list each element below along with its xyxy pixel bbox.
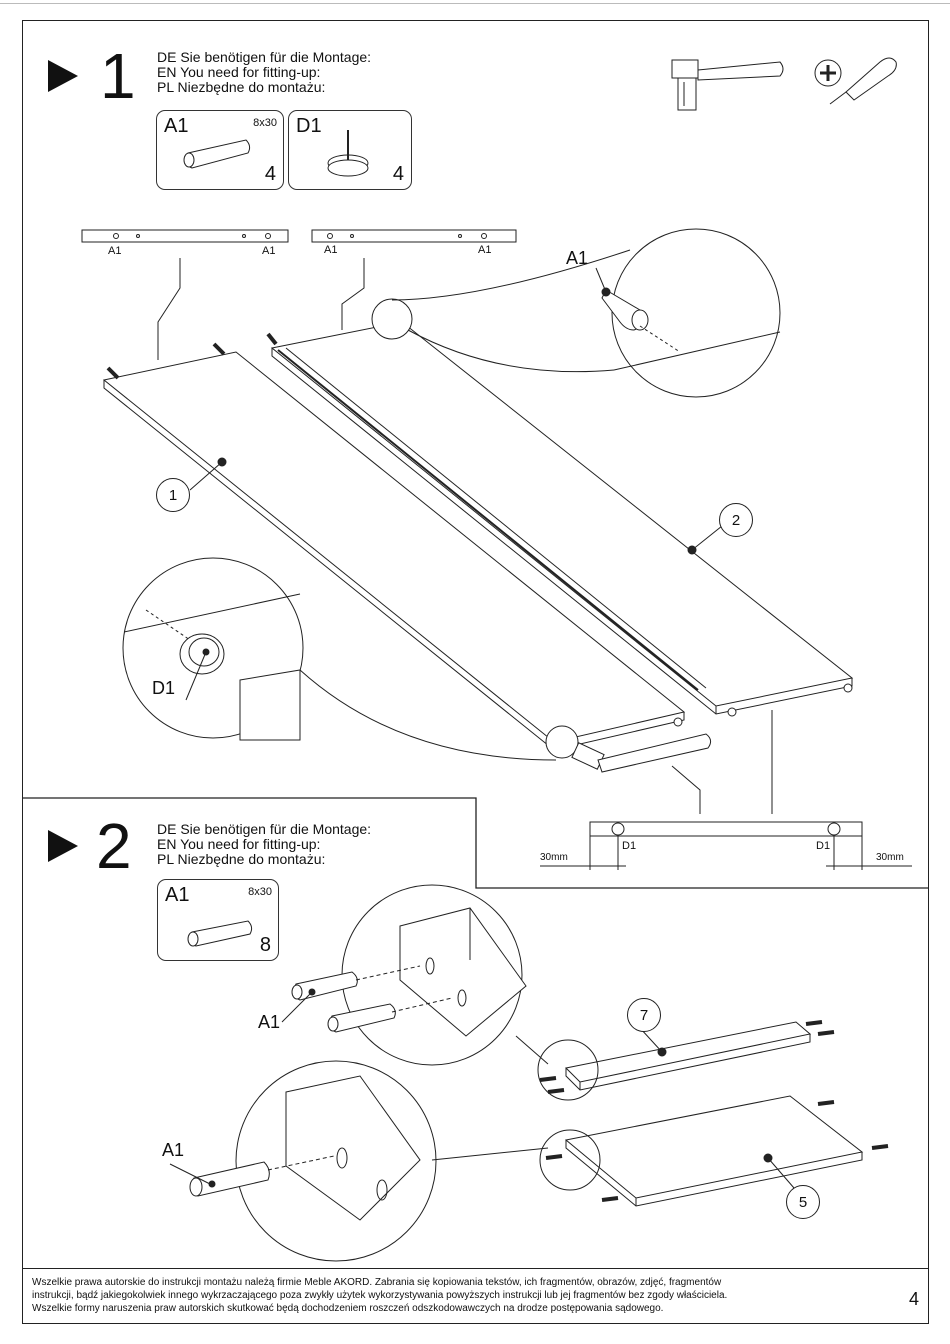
step-2-requirements: DE Sie benötigen für die Montage: EN You…	[157, 822, 371, 867]
hammer-on-panel-icon	[571, 733, 712, 773]
dowel-icon-step2	[187, 920, 253, 947]
step-1-number: 1	[100, 40, 136, 112]
part-size: 8x30	[253, 117, 277, 129]
bottom-rail-d1-right: D1	[816, 840, 831, 852]
page-frame	[22, 20, 929, 1324]
detail-circle-d1	[122, 557, 579, 761]
detail-label-a1-top: A1	[258, 1012, 281, 1032]
panel-5	[539, 1095, 889, 1207]
glide-foot-icon	[327, 130, 369, 177]
detail-circle-step2-top	[291, 884, 549, 1066]
detail-circle-step2-bottom	[189, 1060, 549, 1262]
part-label: A1	[165, 884, 190, 906]
detail-d1-label: D1	[152, 678, 176, 698]
step-divider	[22, 797, 929, 889]
panel-7	[537, 1020, 835, 1101]
rail-right-label-1: A1	[324, 244, 338, 256]
copyright-text: Wszelkie prawa autorskie do instrukcji m…	[32, 1276, 872, 1315]
part-box-d1: D1 4	[288, 110, 412, 190]
panel-dowels	[106, 332, 278, 380]
part-label: D1	[296, 115, 322, 137]
need-de: DE Sie benötigen für die Montage:	[157, 49, 372, 65]
page-number: 4	[908, 1289, 919, 1309]
rail-right	[311, 229, 517, 243]
rail-left-label-2: A1	[262, 245, 276, 257]
rail-left-label-1: A1	[108, 245, 122, 257]
need-pl: PL Niezbędne do montażu:	[157, 79, 326, 95]
detail-a1-label: A1	[566, 248, 589, 268]
step-1-requirements: DE Sie benötigen für die Montage: EN You…	[157, 50, 371, 95]
bottom-rail	[540, 710, 912, 870]
step-2-arrow	[48, 830, 78, 862]
panel-7-callout: 7	[627, 998, 661, 1032]
bottom-rail-d1-left: D1	[622, 840, 637, 852]
detail-label-a1-bottom: A1	[162, 1140, 185, 1160]
hammer-icon	[671, 59, 784, 111]
dowel-icon	[183, 139, 251, 169]
step-2-number: 2	[96, 810, 132, 882]
top-divider	[0, 3, 950, 4]
panel-1-callout: 1	[156, 478, 190, 512]
dimension-left: 30mm	[540, 852, 568, 863]
part-size: 8x30	[248, 886, 272, 898]
copyright-line-1: Wszelkie prawa autorskie do instrukcji m…	[32, 1277, 722, 1288]
part-box-a1-step2: A1 8x30 8	[157, 879, 279, 961]
panel-2-callout: 2	[719, 503, 753, 537]
copyright-line-3: Wszelkie formy naruszenia praw autorskic…	[32, 1303, 664, 1314]
copyright-footer: Wszelkie prawa autorskie do instrukcji m…	[22, 1268, 929, 1324]
rail-right-label-2: A1	[478, 244, 492, 256]
panel-2	[270, 321, 854, 715]
detail-circle-a1	[371, 228, 781, 398]
need-de: DE Sie benötigen für die Montage:	[157, 821, 372, 837]
part-qty: 4	[392, 163, 404, 185]
part-label: A1	[164, 115, 189, 137]
panel-5-callout: 5	[786, 1185, 820, 1219]
need-pl: PL Niezbędne do montażu:	[157, 851, 326, 867]
part-qty: 4	[264, 163, 276, 185]
need-en: EN You need for fitting-up:	[157, 64, 321, 80]
part-box-a1: A1 8x30 4	[156, 110, 284, 190]
dimension-right: 30mm	[876, 852, 904, 863]
part-qty: 8	[259, 934, 271, 956]
rail-left	[81, 229, 289, 243]
need-en: EN You need for fitting-up:	[157, 836, 321, 852]
copyright-line-2: instrukcji, bądź jakiegokolwiek innego w…	[32, 1290, 728, 1301]
step-1-arrow	[48, 60, 78, 92]
phillips-screwdriver-icon	[814, 57, 897, 105]
